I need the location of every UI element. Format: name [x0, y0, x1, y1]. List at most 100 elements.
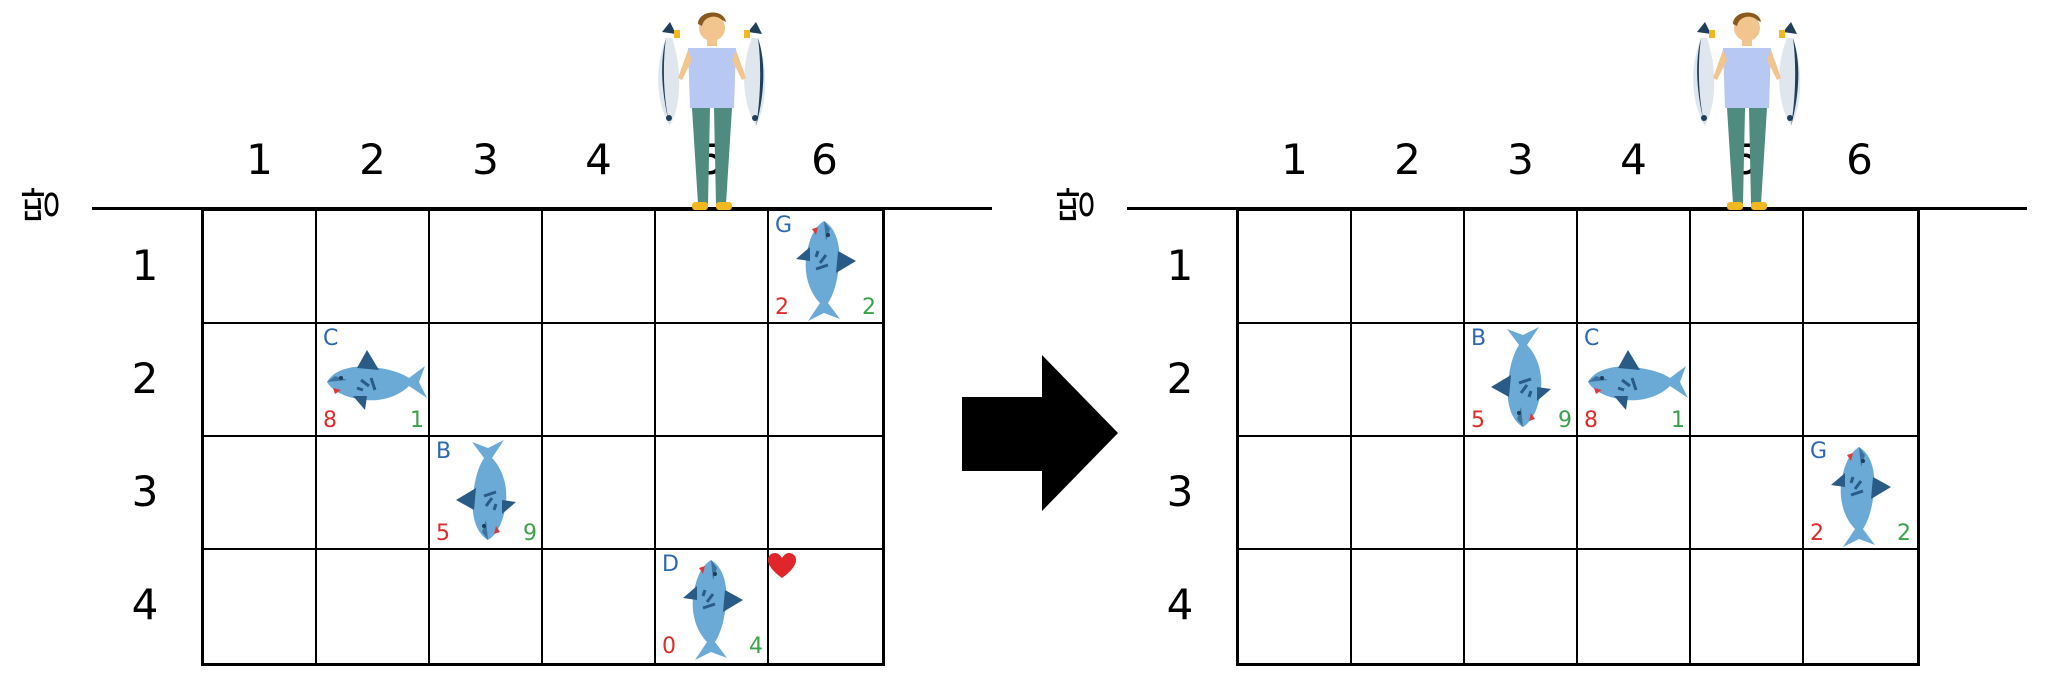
- grid-cell: [1578, 550, 1691, 663]
- grid-cell: [204, 437, 317, 550]
- grid-cell: [430, 324, 543, 437]
- grid-cell: [317, 437, 430, 550]
- grid-cell: [769, 437, 882, 550]
- grid-cell: [204, 324, 317, 437]
- shark-id: B: [436, 439, 452, 464]
- shark-size: 2: [1810, 521, 1824, 546]
- grid-cell: [317, 550, 430, 663]
- shark-size: 8: [1584, 408, 1598, 433]
- row-label: 2: [1166, 354, 1194, 403]
- column-label: 3: [472, 135, 499, 184]
- grid-cell: [1804, 550, 1917, 663]
- grid-cell: [1691, 437, 1804, 550]
- grid-cell: [1691, 324, 1804, 437]
- grid-cell: [543, 324, 656, 437]
- shark-icon: [456, 440, 516, 540]
- row-label: 4: [131, 580, 159, 629]
- shark-icon: [1588, 350, 1688, 410]
- shark-id: G: [1810, 439, 1828, 464]
- grid-cell: [1239, 211, 1352, 324]
- shark-c: C 8 1: [1578, 324, 1691, 437]
- grid-cell: [1804, 324, 1917, 437]
- shark-size: 2: [775, 295, 789, 320]
- grid-cell: [1465, 324, 1578, 437]
- column-label: 1: [1281, 135, 1308, 184]
- grid-cell: [656, 437, 769, 550]
- grid-cell: [656, 324, 769, 437]
- row-label: 2: [131, 354, 159, 403]
- row-label: 4: [1166, 580, 1194, 629]
- shark-icon: [683, 560, 743, 660]
- grid-cell: [204, 211, 317, 324]
- column-label: 6: [811, 135, 838, 184]
- grid-cell: [1804, 211, 1917, 324]
- shark-id: B: [1471, 326, 1487, 351]
- grid-cell: [317, 211, 430, 324]
- column-label: 4: [585, 135, 612, 184]
- shark-speed: 2: [862, 295, 876, 320]
- grid-cell: [1465, 437, 1578, 550]
- grid-cell: [543, 437, 656, 550]
- grid-cell: [1239, 437, 1352, 550]
- shark-icon: [327, 350, 427, 410]
- grid-cell: [204, 550, 317, 663]
- column-label: 2: [1394, 135, 1421, 184]
- shark-speed: 9: [1558, 408, 1572, 433]
- ground-label: 땅: [1054, 186, 1100, 224]
- grid-cell: [1352, 437, 1465, 550]
- shark-icon: [796, 221, 856, 321]
- shark-b: B 5 9: [1465, 324, 1578, 437]
- fisherman-icon: [1692, 12, 1800, 210]
- row-label: 1: [131, 241, 159, 290]
- grid-cell: [1578, 437, 1691, 550]
- row-label: 3: [131, 467, 159, 516]
- grid-cell: [1352, 550, 1465, 663]
- column-label: 6: [1846, 135, 1873, 184]
- shark-size: 0: [662, 634, 676, 659]
- grid-cell: [656, 550, 769, 663]
- grid-cell: [1465, 211, 1578, 324]
- shark-icon: [1491, 327, 1551, 427]
- shark-speed: 1: [1671, 408, 1685, 433]
- fisherman-icon: [652, 8, 772, 213]
- grid-cell: [1691, 211, 1804, 324]
- shark-id: C: [323, 326, 339, 351]
- grid-cell: [1239, 324, 1352, 437]
- column-label: 1: [246, 135, 273, 184]
- grid-cell: [543, 550, 656, 663]
- fisherman-icon: [657, 12, 765, 210]
- grid-cell: [1465, 550, 1578, 663]
- shark-icon: [1831, 447, 1891, 547]
- right-arrow-icon: [962, 355, 1118, 511]
- grid-cell: [317, 324, 430, 437]
- shark-g: G 2 2: [1804, 437, 1917, 550]
- grid-cell: [430, 437, 543, 550]
- shark-speed: 1: [410, 408, 424, 433]
- shark-g: G 2 2: [769, 211, 882, 324]
- grid-cell: [430, 211, 543, 324]
- row-label: 1: [1166, 241, 1194, 290]
- shark-id: G: [775, 213, 793, 238]
- shark-speed: 9: [523, 521, 537, 546]
- grid-cell: [543, 211, 656, 324]
- grid-cell: [1239, 550, 1352, 663]
- column-label: 4: [1620, 135, 1647, 184]
- grid-cell: [1352, 324, 1465, 437]
- shark-speed: 2: [1897, 521, 1911, 546]
- ground-label: 땅: [19, 186, 65, 224]
- grid-cell: [769, 324, 882, 437]
- grid-cell: [1578, 211, 1691, 324]
- shark-size: 5: [1471, 408, 1485, 433]
- shark-size: 5: [436, 521, 450, 546]
- grid-cell: [1352, 211, 1465, 324]
- shark-b: B 5 9: [430, 437, 543, 550]
- grid-cell: [1691, 550, 1804, 663]
- grid-cell: [656, 211, 769, 324]
- grid-cell: [1578, 324, 1691, 437]
- shark-id: C: [1584, 326, 1600, 351]
- grid-cell: [430, 550, 543, 663]
